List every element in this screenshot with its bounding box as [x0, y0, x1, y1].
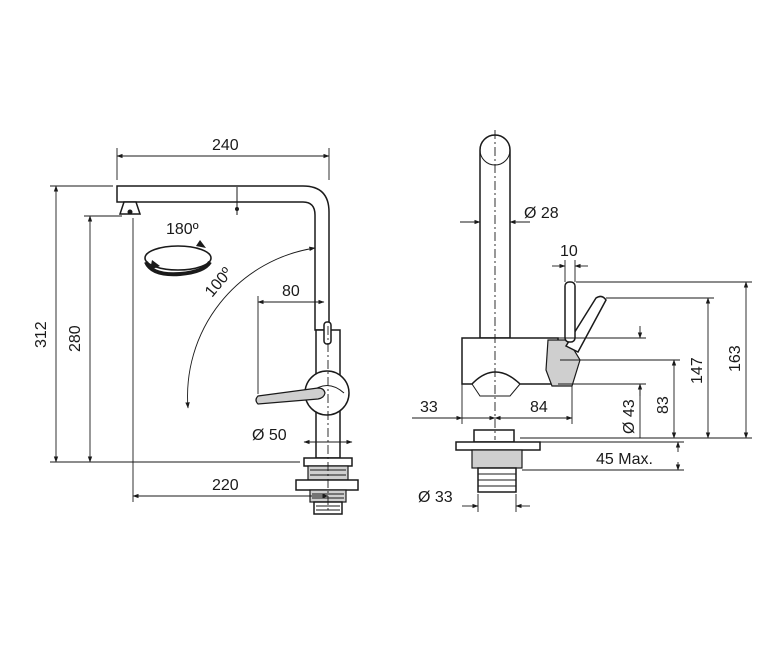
swing-arc [185, 246, 316, 409]
dim-240: 240 [212, 137, 239, 154]
dim-280: 280 [67, 325, 84, 352]
dim-d33: Ø 33 [418, 489, 453, 506]
dim-83: 83 [655, 396, 672, 414]
rotation-label: 180º [166, 221, 199, 238]
side-body [461, 337, 559, 385]
lever-angle-label: 100º [202, 265, 236, 301]
spout-dot [235, 207, 239, 211]
side-mount [471, 449, 523, 469]
dim-45-max: 45 Max. [596, 451, 653, 468]
dim-84: 84 [530, 399, 548, 416]
dim-d43: Ø 43 [621, 399, 638, 434]
dim-10: 10 [560, 243, 578, 260]
dim-d50: Ø 50 [252, 427, 287, 444]
side-plate [455, 441, 541, 451]
dim-80: 80 [282, 283, 300, 300]
aerator-dot [127, 209, 133, 215]
side-view: Ø 28 10 163 147 83 Ø 43 33 [412, 130, 752, 512]
mounting-plate [295, 479, 359, 491]
spout [116, 185, 330, 331]
dim-312: 312 [33, 321, 50, 348]
dim-220: 220 [212, 477, 239, 494]
dim-147: 147 [689, 357, 706, 384]
aerator [118, 201, 142, 215]
dim-d28: Ø 28 [524, 205, 559, 222]
front-view: 240 312 280 180º 100º 80 Ø 50 220 [33, 137, 359, 515]
side-lever-stem [564, 281, 576, 343]
dim-33-offset: 33 [420, 399, 438, 416]
dim-163: 163 [727, 345, 744, 372]
side-base [473, 429, 515, 443]
lever-top [323, 321, 332, 345]
